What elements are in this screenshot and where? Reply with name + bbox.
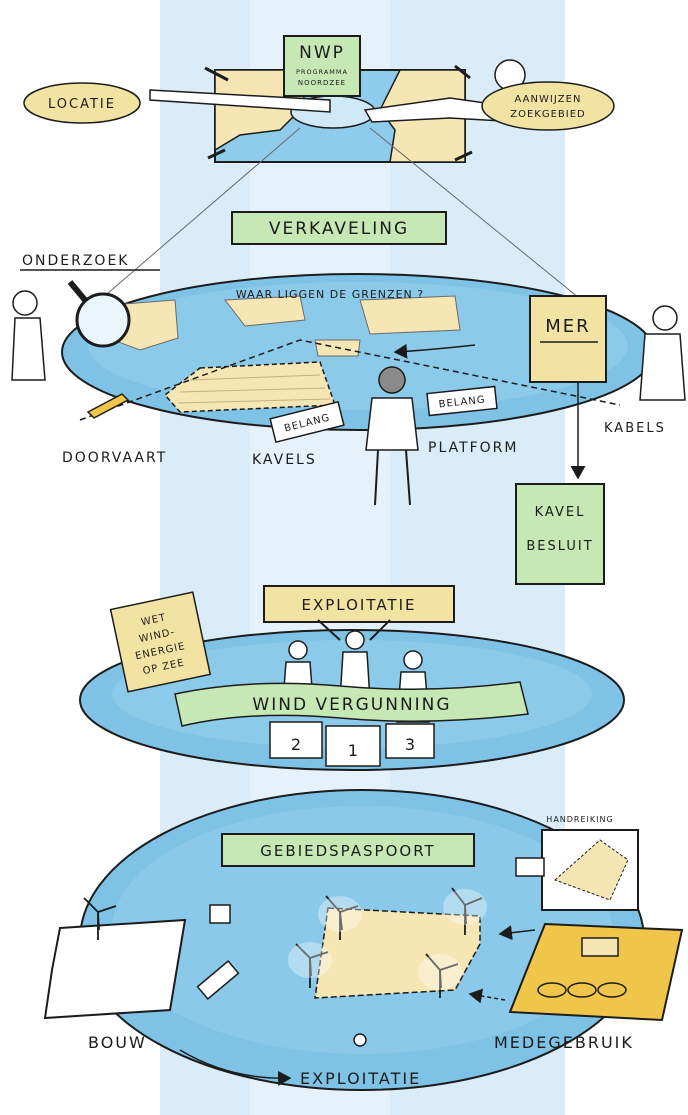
nwp-subtitle-2: NOORDZEE	[298, 79, 346, 87]
vergunning-label: WIND VERGUNNING	[252, 695, 451, 715]
locatie-label-oval	[23, 82, 141, 124]
verkaveling-banner	[231, 211, 447, 245]
handreiking-map	[554, 839, 629, 901]
solar-panel	[581, 937, 619, 957]
wet-line1: WET	[140, 612, 167, 628]
turbine-2	[451, 887, 483, 935]
exploitatie-sign	[263, 585, 455, 623]
kavel-zone	[314, 907, 481, 999]
gebiedspaspoort-title: GEBIEDSPASPOORT	[260, 842, 435, 860]
gebiedspaspoort-banner	[221, 833, 475, 867]
verkaveling-title: VERKAVELING	[269, 219, 409, 239]
belang-sign-left	[269, 400, 345, 444]
kavelbesluit-line2: BESLUIT	[526, 539, 593, 554]
installation-vessel	[209, 904, 231, 924]
sandbank-3	[359, 295, 461, 335]
belang-sign-right	[426, 385, 498, 417]
mer-label: MER	[545, 316, 590, 337]
kavelbesluit-note	[515, 483, 605, 585]
section-gebiedspaspoort: GEBIEDSPASPOORT HANDREIKING	[43, 789, 684, 1091]
medegebruik-plot	[508, 922, 684, 1022]
kavels-label: KAVELS	[252, 452, 317, 468]
mer-note	[529, 295, 607, 383]
belang-right-label: BELANG	[438, 395, 486, 411]
doorvaart-label: DOORVAART	[62, 450, 167, 466]
aanwijzen-label-line1: AANWIJZEN	[515, 94, 582, 105]
turbine-4	[425, 953, 459, 998]
onderzoek-label: ONDERZOEK	[22, 253, 129, 269]
locatie-label: LOCATIE	[48, 97, 116, 112]
exploitatie-title: EXPLOITATIE	[301, 596, 416, 614]
turbine-5	[83, 897, 117, 940]
sandbank-2	[224, 295, 306, 327]
podium	[269, 721, 435, 767]
podium-place-3: 3	[405, 735, 415, 754]
buoy	[353, 1033, 367, 1047]
bouw-plot	[43, 918, 187, 1020]
wet-note: WET WIND- ENERGIE OP ZEE	[109, 591, 212, 693]
kavelbesluit-line1: KAVEL	[535, 505, 586, 520]
vergunning-banner	[174, 681, 529, 727]
ship	[86, 393, 130, 419]
section-nwp: NWP PROGRAMMA NOORDZEE LOCATIE AANWIJZEN…	[23, 35, 615, 316]
magnifier	[75, 292, 131, 348]
nwp-subtitle-1: PROGRAMMA	[296, 68, 348, 76]
platform-label: PLATFORM	[428, 440, 518, 456]
podium-place-1: 1	[348, 741, 358, 760]
aanwijzen-label-line2: ZOEKGEBIED	[510, 109, 586, 120]
nwp-title: NWP	[299, 43, 345, 63]
construction-ship	[196, 959, 240, 1001]
section-verkaveling: VERKAVELING ONDERZOEK WAAR LIGGEN DE GRE…	[11, 211, 686, 585]
handreiking-label: HANDREIKING	[546, 815, 613, 824]
bouw-label: BOUW	[88, 1033, 147, 1052]
nwp-note	[283, 35, 361, 97]
podium-place-2: 2	[291, 735, 301, 754]
grenzen-question: WAAR LIGGEN DE GRENZEN ?	[236, 288, 424, 301]
turbine-3	[295, 943, 329, 988]
kabels-label: KABELS	[604, 421, 666, 436]
aanwijzen-label-oval	[481, 81, 615, 131]
turbine-1	[325, 895, 359, 940]
medegebruik-label: MEDEGEBRUIK	[494, 1033, 634, 1052]
section-vergunning: EXPLOITATIE WET WIND- ENERGIE OP ZEE WIN…	[79, 585, 625, 771]
wind-turbines	[83, 887, 483, 998]
exploitatie-bottom-label: EXPLOITATIE	[300, 1069, 421, 1088]
